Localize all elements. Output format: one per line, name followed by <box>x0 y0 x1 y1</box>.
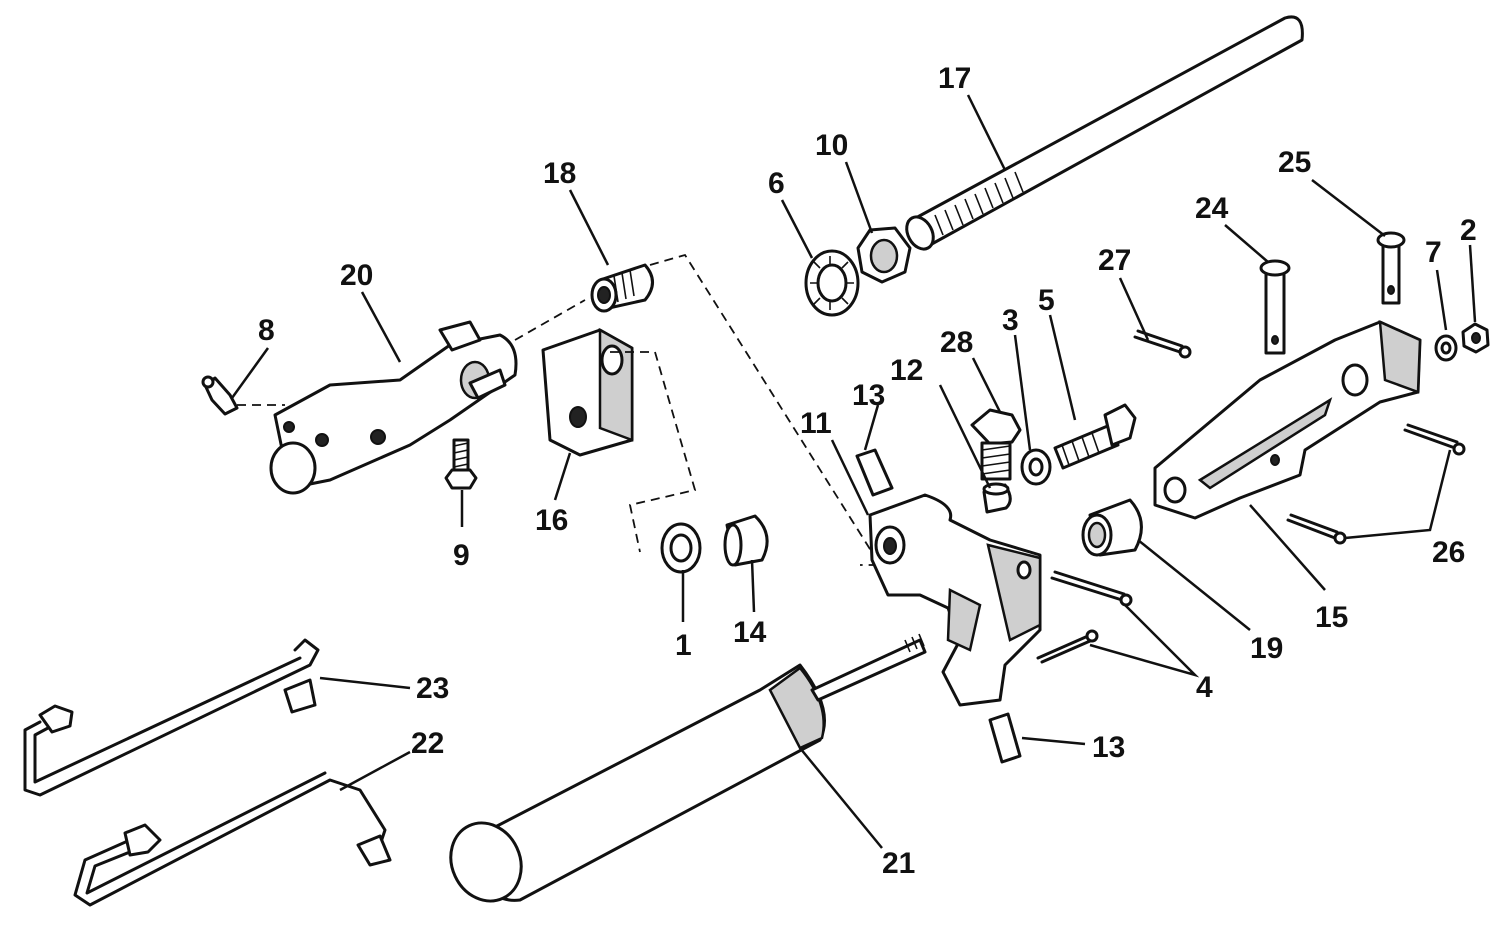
part-15-steering-arm <box>1153 319 1422 520</box>
part-1-lock-washer <box>660 522 702 574</box>
part-17-tube <box>905 15 1304 251</box>
part-25-clevis-pin <box>1376 231 1406 305</box>
leader-lines <box>230 94 1477 849</box>
part-7-washer <box>1434 334 1458 362</box>
part-13-pin-lower <box>988 712 1022 764</box>
assembly-line-20-18 <box>514 299 586 341</box>
callout-labels: 17 10 6 18 20 8 9 16 1 14 11 13 12 28 3 … <box>258 62 1477 880</box>
part-12-small-bushing <box>982 482 1012 514</box>
part-20-valve-body <box>269 320 518 495</box>
part-8-grease-fitting <box>201 375 239 416</box>
part-5-bolt <box>1053 403 1137 470</box>
part-22-hydraulic-line <box>73 771 392 907</box>
callout-21: 21 <box>882 847 915 880</box>
part-11-pivot-bracket <box>868 493 1042 707</box>
part-21-cylinder <box>449 633 927 903</box>
callout-27: 27 <box>1098 244 1131 277</box>
part-16-block <box>541 327 634 457</box>
callout-13-upper: 13 <box>852 379 885 412</box>
callout-15: 15 <box>1315 601 1348 634</box>
callout-17: 17 <box>938 62 971 95</box>
callout-1: 1 <box>675 629 692 662</box>
callout-8: 8 <box>258 314 275 347</box>
part-26-cotter-pins <box>1286 423 1466 545</box>
assembly-line-16-1 <box>610 351 697 553</box>
part-19-bushing <box>1081 498 1143 557</box>
part-6-lock-washer <box>804 249 860 317</box>
part-28-hex-bolt <box>970 408 1022 481</box>
callout-24: 24 <box>1195 192 1229 225</box>
callout-28: 28 <box>940 326 973 359</box>
callout-13-lower: 13 <box>1092 731 1125 764</box>
part-9-bolt <box>444 438 478 490</box>
callout-12: 12 <box>890 354 923 387</box>
part-18-bushing <box>590 263 654 313</box>
callout-25: 25 <box>1278 146 1311 179</box>
callout-5: 5 <box>1038 284 1055 317</box>
callout-10: 10 <box>815 129 848 162</box>
callout-22: 22 <box>411 727 444 760</box>
assembly-line-18-11 <box>649 253 882 566</box>
part-10-hex-nut <box>856 226 912 284</box>
callout-2: 2 <box>1460 214 1477 247</box>
part-4-cotter-pins <box>1036 570 1133 664</box>
callout-20: 20 <box>340 259 373 292</box>
part-14-cap-nut <box>723 514 769 567</box>
callout-7: 7 <box>1425 236 1442 269</box>
callout-26: 26 <box>1432 536 1465 569</box>
callout-11: 11 <box>800 407 832 440</box>
part-3-washer <box>1020 448 1052 486</box>
part-24-clevis-pin <box>1259 259 1291 355</box>
callout-6: 6 <box>768 167 785 200</box>
part-27-cotter-pin <box>1133 329 1192 359</box>
callout-19: 19 <box>1250 632 1283 665</box>
callout-4: 4 <box>1196 671 1213 704</box>
part-13-pin-upper <box>855 448 894 497</box>
callout-18: 18 <box>543 157 576 190</box>
callout-3: 3 <box>1002 304 1019 337</box>
callout-23: 23 <box>416 672 449 705</box>
part-2-nut <box>1461 322 1490 354</box>
callout-16: 16 <box>535 504 568 537</box>
callout-14: 14 <box>733 616 767 649</box>
callout-9: 9 <box>453 539 470 572</box>
part-23-hydraulic-line <box>23 638 320 797</box>
